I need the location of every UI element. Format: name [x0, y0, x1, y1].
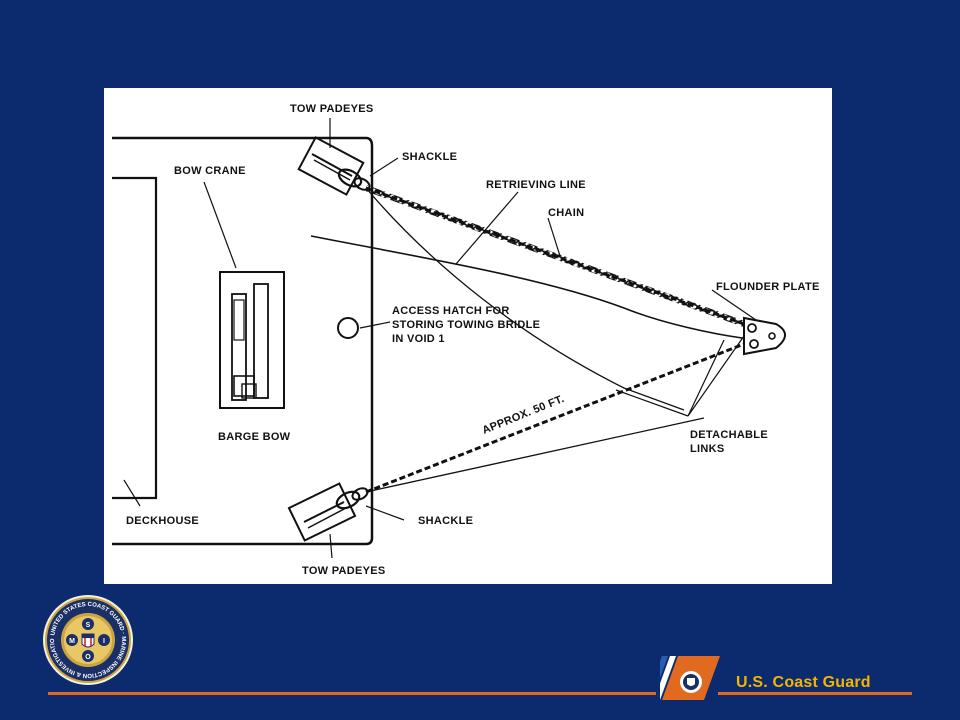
- label-chain: CHAIN: [548, 207, 584, 219]
- label-barge-bow: BARGE BOW: [218, 431, 291, 443]
- label-access-hatch-3: IN VOID 1: [392, 333, 445, 345]
- footer-rule-right: [718, 692, 912, 695]
- label-flounder-plate: FLOUNDER PLATE: [716, 281, 820, 293]
- label-shackle-bottom: SHACKLE: [418, 515, 473, 527]
- tow-padeye-bottom: [287, 482, 357, 542]
- bridle-line-lower: [365, 417, 705, 493]
- access-hatch: [337, 317, 359, 339]
- uscg-marine-inspection-seal: UNITED STATES COAST GUARD · MARINE INSPE…: [40, 590, 134, 686]
- leader-lines: [123, 118, 757, 559]
- label-deckhouse: DECKHOUSE: [126, 515, 199, 527]
- deckhouse-outline: [112, 176, 158, 500]
- label-tow-padeyes-bottom: TOW PADEYES: [302, 565, 386, 577]
- label-approx-length: APPROX. 50 FT.: [481, 393, 566, 437]
- label-shackle-top: SHACKLE: [402, 151, 457, 163]
- label-tow-padeyes-top: TOW PADEYES: [290, 103, 374, 115]
- label-access-hatch-1: ACCESS HATCH FOR: [392, 305, 510, 317]
- retrieving-line-2: [365, 187, 685, 411]
- uscg-brand-label: U.S. Coast Guard: [736, 674, 871, 691]
- label-detachable-1: DETACHABLE: [690, 429, 768, 441]
- chain-top-core: [365, 186, 745, 326]
- svg-text:I: I: [103, 638, 105, 645]
- bow-crane: [219, 271, 285, 409]
- label-access-hatch-2: STORING TOWING BRIDLE: [392, 319, 540, 331]
- tow-padeye-top: [297, 136, 365, 196]
- uscg-racing-stripe-icon: [646, 656, 722, 700]
- label-retrieving-line: RETRIEVING LINE: [486, 179, 586, 191]
- retrieving-line-1: [310, 235, 743, 339]
- label-detachable-2: LINKS: [690, 443, 725, 455]
- barge-bow-outline: [112, 136, 374, 546]
- svg-text:S: S: [86, 622, 91, 629]
- towing-bridle-diagram: TOW PADEYES SHACKLE BOW CRANE RETRIEVING…: [104, 88, 832, 584]
- footer-rule-left: [48, 692, 656, 695]
- label-bow-crane: BOW CRANE: [174, 165, 246, 177]
- flounder-plate: [743, 316, 786, 356]
- svg-text:M: M: [69, 638, 75, 645]
- svg-text:O: O: [85, 654, 91, 661]
- chain-bottom: [365, 342, 745, 494]
